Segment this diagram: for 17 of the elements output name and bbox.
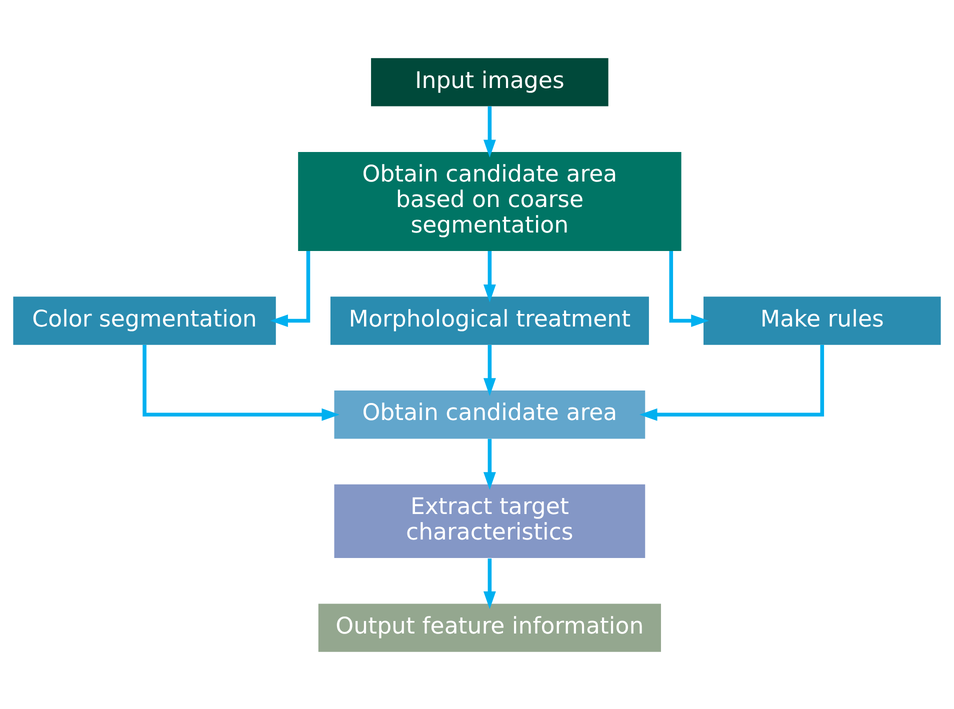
arrow <box>142 344 340 420</box>
arrow <box>483 438 496 490</box>
node-box: Output feature information <box>318 603 661 652</box>
arrow <box>483 558 496 609</box>
node-box: Obtain candidate area <box>334 390 646 438</box>
arrow <box>483 106 496 157</box>
node-box: Make rules <box>704 296 941 344</box>
arrow <box>669 250 709 326</box>
arrow <box>483 344 496 396</box>
node-box: Morphological treatment <box>330 296 649 344</box>
arrow <box>639 344 824 420</box>
arrow <box>270 250 310 326</box>
node-box: Color segmentation <box>13 296 276 344</box>
node-box: Obtain candidate area based on coarse segmentation <box>298 151 682 250</box>
node-box: Extract target characteristics <box>334 484 646 558</box>
arrow <box>483 250 496 302</box>
node-box: Input images <box>371 58 608 106</box>
